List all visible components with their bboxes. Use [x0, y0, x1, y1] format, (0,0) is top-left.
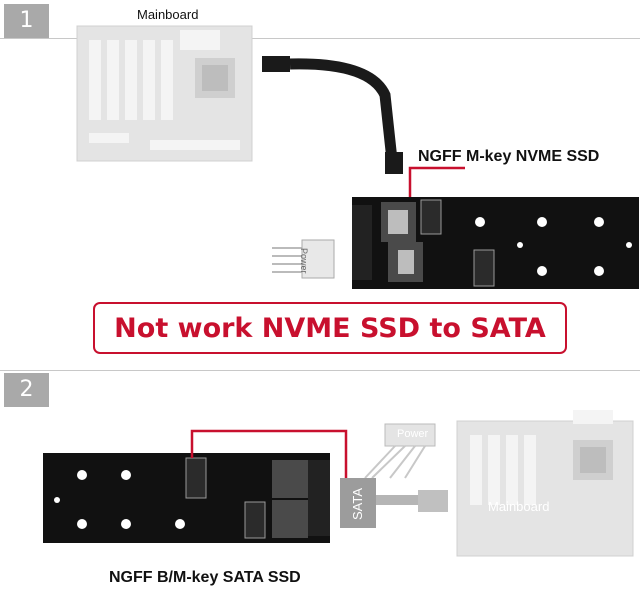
step-1-ssd-label: NGFF M-key NVME SSD [418, 148, 600, 165]
step-1-adapter-board [352, 197, 639, 289]
step-2-ssd-label: NGFF B/M-key SATA SSD [109, 569, 301, 586]
step-1-divider [0, 38, 640, 39]
warning-banner: Not work NVME SSD to SATA [93, 302, 567, 354]
step-1-power-connector [272, 239, 335, 279]
step-2-pointer-line [190, 429, 348, 484]
step-2-sata-label: SATA [350, 487, 365, 520]
step-1-pointer-line [408, 166, 465, 205]
step-1-sata-cable [262, 56, 403, 174]
step-1-badge: 1 [4, 4, 49, 38]
step-2-adapter-board [43, 453, 330, 543]
step-2-cable-assembly [340, 423, 448, 528]
step-2-mainboard-label: Mainboard [488, 499, 550, 514]
step-1-mainboard [76, 25, 253, 162]
step-1-mainboard-label: Mainboard [137, 7, 199, 22]
step-2-power-label: Power [397, 428, 429, 440]
step-1-power-label: Power [299, 248, 309, 274]
step-2-badge: 2 [4, 373, 49, 407]
step-2-mainboard [456, 410, 634, 557]
step-2-divider [0, 370, 640, 371]
